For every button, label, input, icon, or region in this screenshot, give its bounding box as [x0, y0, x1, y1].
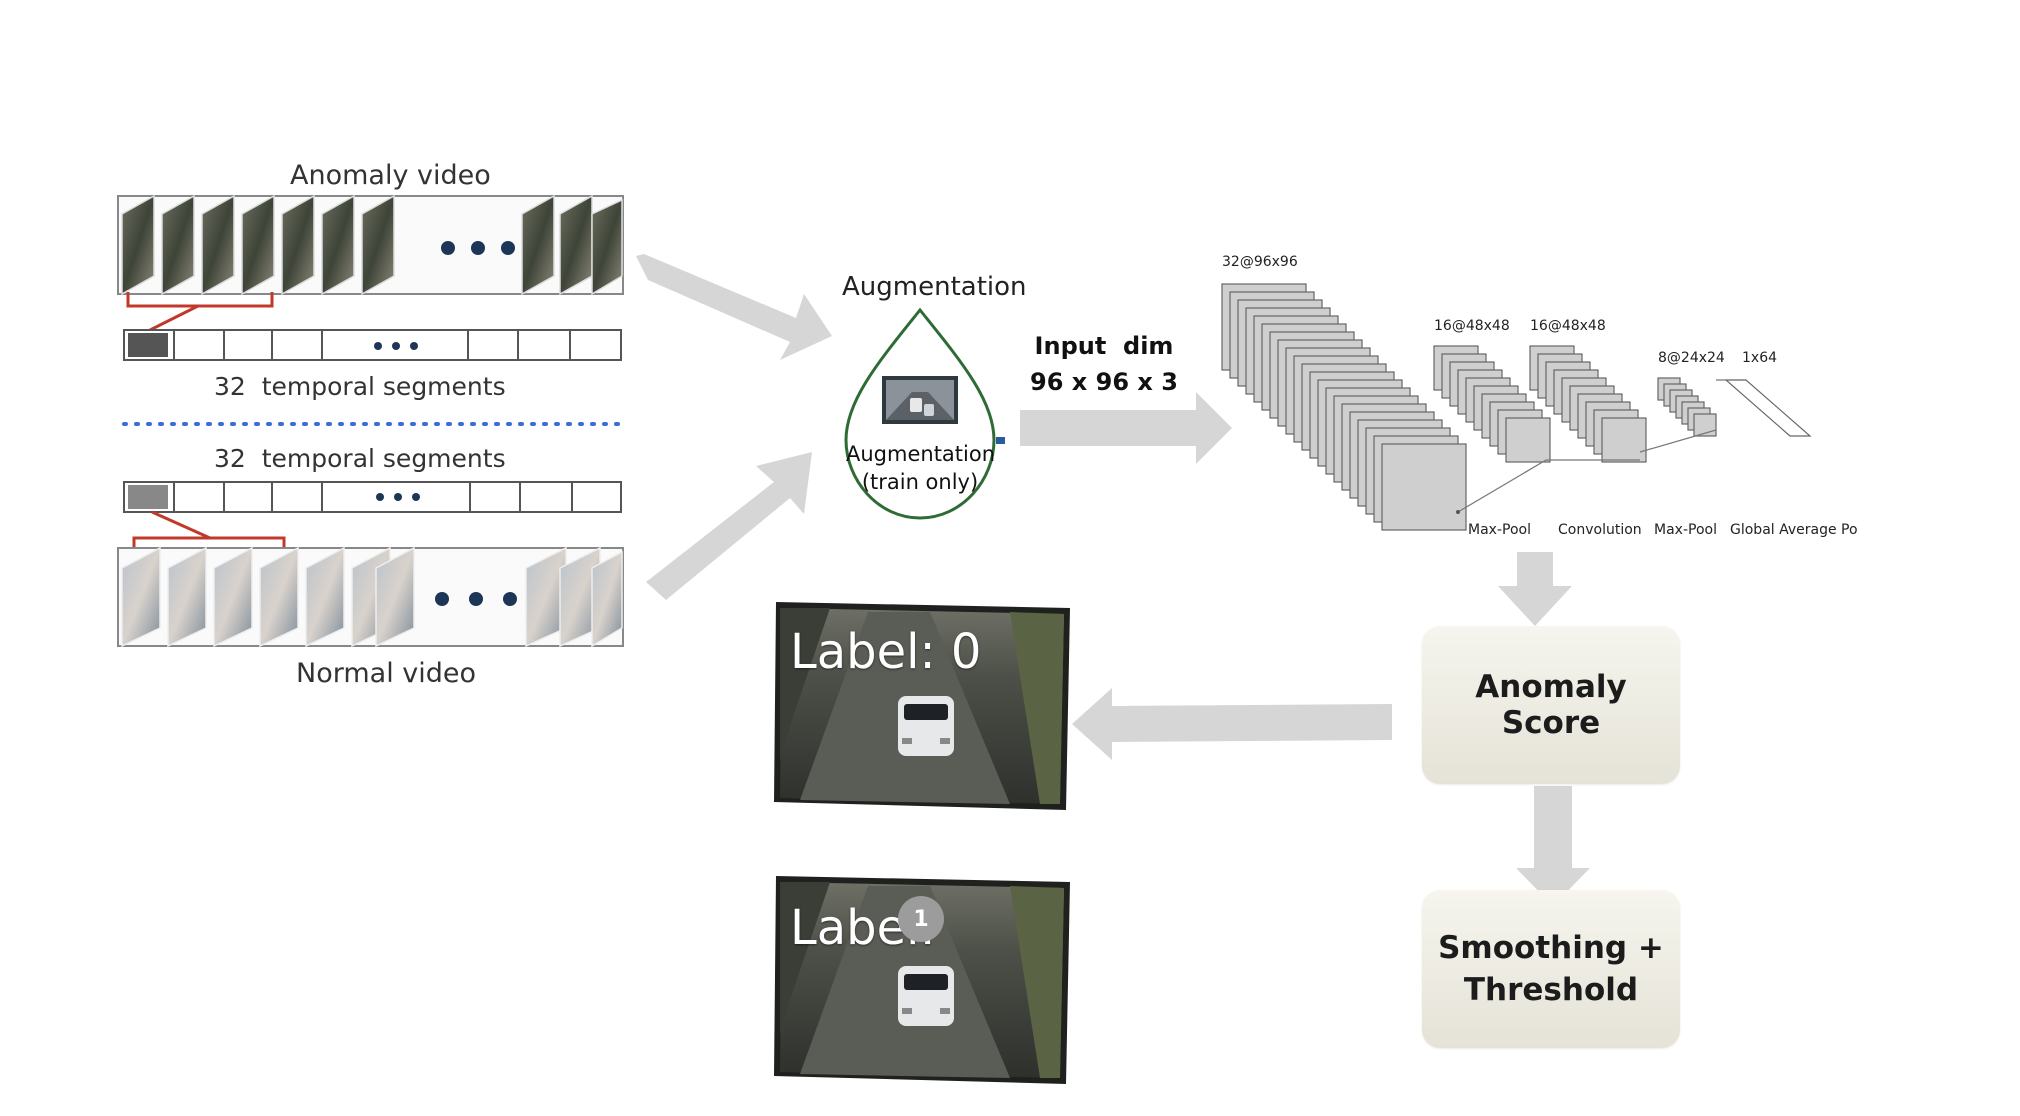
- output-frame-bottom: [774, 876, 1070, 1084]
- segments-label-top: 32 temporal segments: [214, 372, 506, 401]
- anomaly-video-title: Anomaly video: [290, 160, 491, 191]
- cnn-block-conv2: [1529, 345, 1647, 463]
- cnn-layer-maxpool-1: Max-Pool: [1468, 522, 1531, 538]
- smoothing-threshold-box: Smoothing + Threshold: [1422, 890, 1680, 1048]
- input-dim-line1: Input dim: [1034, 332, 1174, 360]
- arrow-to-cnn: [1020, 392, 1232, 464]
- arrow-score-to-smoothing: [1516, 786, 1590, 906]
- cnn-layer-maxpool-2: Max-Pool: [1654, 522, 1717, 538]
- frame-label-top: Label: 0: [790, 624, 982, 680]
- arrow-normal-to-augmentation: [646, 452, 812, 600]
- arrow-anomaly-to-augmentation: [636, 254, 832, 360]
- anomaly-video-strip: [117, 194, 624, 296]
- arrow-cnn-to-score: [1498, 552, 1572, 626]
- cnn-shape-4: 8@24x24: [1658, 350, 1725, 366]
- cnn-block-gap: [1724, 379, 1812, 437]
- arrow-score-to-frame: [1072, 688, 1392, 760]
- segments-text-top: temporal segments: [261, 372, 506, 401]
- segment-bar-bottom: [123, 481, 622, 513]
- augmentation-caption-line2: (train only): [861, 470, 979, 494]
- cnn-shape-5: 1x64: [1742, 350, 1778, 366]
- output-frame-top: [774, 602, 1070, 810]
- input-dim-line2: 96 x 96 x 3: [1030, 368, 1178, 396]
- segments-label-bottom: 32 temporal segments: [214, 444, 506, 473]
- smoothing-line1: Smoothing +: [1438, 930, 1664, 966]
- cnn-shape-2: 16@48x48: [1434, 318, 1510, 334]
- segment-bracket-top: [126, 292, 274, 308]
- cnn-layer-convolution: Convolution: [1558, 522, 1642, 538]
- segment-bar-top: [123, 329, 622, 361]
- augmentation-caption-line1: Augmentation: [846, 442, 996, 466]
- segments-text-bottom: temporal segments: [261, 444, 506, 473]
- augmentation-drop: [844, 307, 1005, 520]
- cnn-shape-1: 32@96x96: [1222, 254, 1298, 270]
- frame-badge-value: 1: [913, 906, 929, 932]
- smoothing-line2: Threshold: [1463, 972, 1639, 1008]
- augmentation-title: Augmentation: [842, 272, 1027, 302]
- anomaly-score-box: Anomaly Score: [1422, 626, 1680, 784]
- cnn-shape-3: 16@48x48: [1530, 318, 1606, 334]
- anomaly-score-label: Anomaly Score: [1475, 669, 1627, 741]
- segments-count-top: 32: [214, 372, 246, 401]
- cnn-block-pool1: [1433, 345, 1551, 463]
- normal-video-title: Normal video: [296, 658, 477, 689]
- input-dim-label: Input dim 96 x 96 x 3: [1024, 328, 1184, 400]
- cnn-block-pool2: [1657, 377, 1717, 437]
- segments-count-bottom: 32: [214, 444, 246, 473]
- frame-badge: 1: [898, 896, 944, 942]
- cnn-block-conv1: [1221, 283, 1467, 531]
- cnn-diagram: [1221, 283, 1812, 531]
- normal-video-strip: [117, 546, 624, 648]
- augmentation-caption: Augmentation (train only): [846, 440, 996, 496]
- cnn-layer-gap: Global Average Po: [1730, 522, 1858, 538]
